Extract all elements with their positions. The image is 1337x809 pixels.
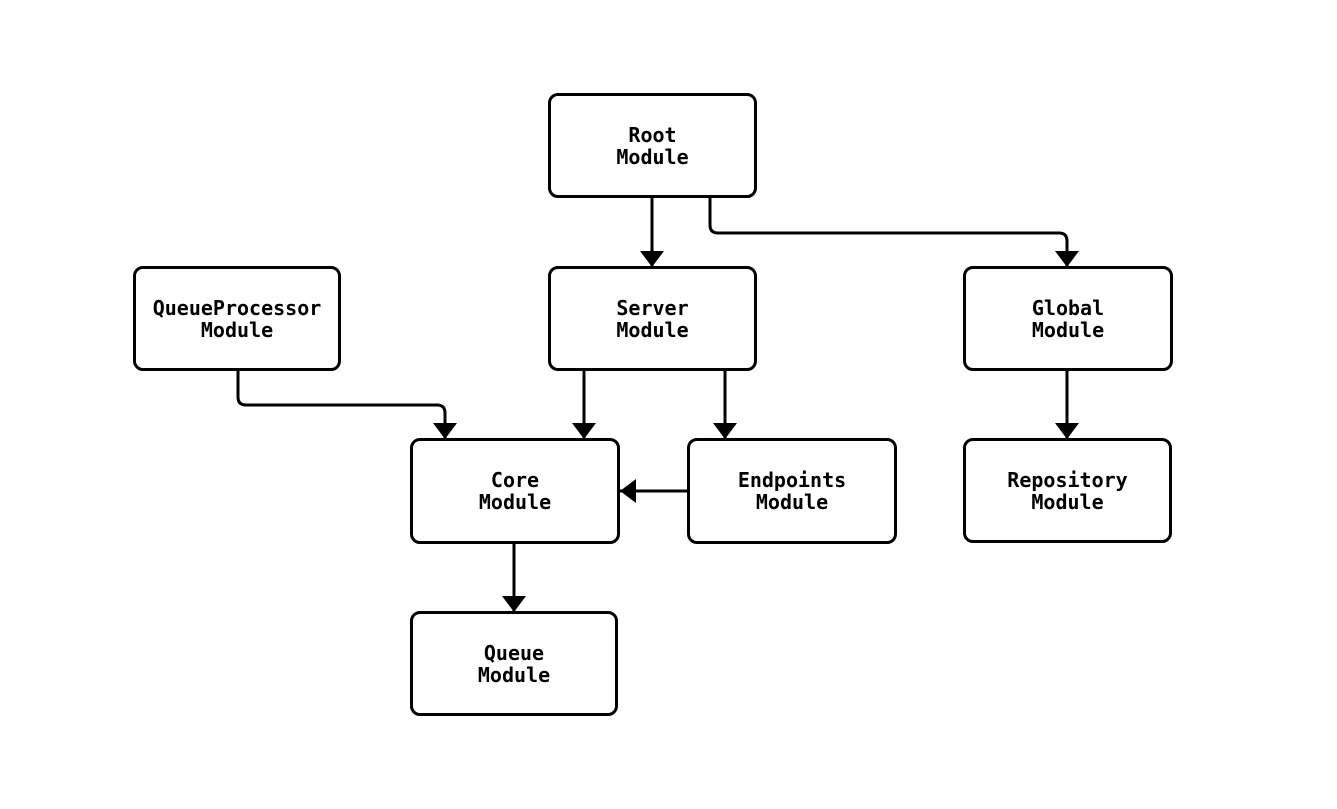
node-label-line: Module [477,662,551,687]
edge-root-module-to-global-module [708,196,1079,268]
node-label-line: Repository [1007,467,1128,492]
edges-group [236,196,1079,613]
node-label-line: QueueProcessor [152,295,322,320]
node-label-line: Server [616,295,689,320]
node-label-line: Root [628,122,677,147]
node-label-line: Queue [483,640,545,665]
edge-queueprocessor-module-to-core-module [236,369,457,440]
node-label-line: Module [478,490,552,514]
node-label-line: Module [755,490,829,514]
node-label-line: Module [616,317,689,342]
node-label-line: Core [490,468,540,492]
node-label-line: Module [616,144,689,169]
node-label-line: Endpoints [737,468,847,492]
node-label-line: Module [200,317,274,342]
node-label-line: Global [1031,295,1105,320]
node-label-line: Module [1031,317,1105,342]
node-label-line: Module [1031,489,1104,514]
